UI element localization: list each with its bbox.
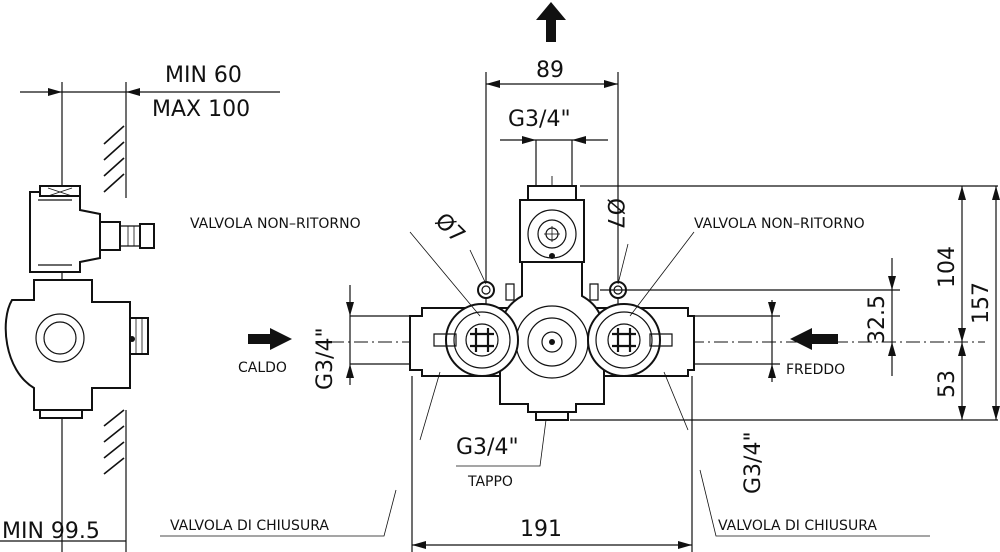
central-body (499, 261, 605, 413)
leader-diameter-right (617, 243, 629, 285)
side-view (0, 82, 280, 552)
leader-shutoff-left-a (419, 371, 441, 441)
leader-shutoff-right-a (663, 371, 689, 431)
leader-shutoff-left (160, 489, 397, 537)
shutoff-right-label: VALVOLA DI CHIUSURA (718, 518, 877, 534)
thread-bottom-right-label: G3/4" (741, 431, 766, 494)
arrow-right-icon (248, 328, 292, 350)
thread-top-label: G3/4" (508, 107, 571, 132)
diameter-right-label: Ø7 (602, 198, 627, 229)
dim-arrowhead (48, 88, 62, 96)
wall-min-label: MIN 60 (165, 63, 242, 88)
side-top-cap (39, 185, 81, 197)
left-cartridge (433, 303, 519, 377)
dim-arrowhead (126, 88, 140, 96)
top-outlet-fitting (527, 185, 577, 201)
offset32-label: 32.5 (865, 295, 890, 344)
height157-label: 157 (969, 282, 994, 324)
right-cartridge (587, 303, 673, 377)
side-knob-upper (99, 221, 121, 251)
cold-label: FREDDO (786, 362, 845, 378)
width191-label: 191 (520, 517, 562, 542)
diameter-left-label: Ø7 (430, 209, 470, 249)
nonreturn-right-label: VALVOLA NON–RITORNO (694, 216, 865, 232)
wall-max-label: MAX 100 (152, 97, 250, 122)
leader-diameter-left (469, 249, 487, 285)
width89-label: 89 (536, 58, 564, 83)
hot-label: CALDO (238, 360, 287, 376)
nonreturn-left-label: VALVOLA NON–RITORNO (190, 216, 361, 232)
arrow-up-icon (536, 2, 566, 42)
side-knob-lower (129, 317, 149, 355)
bottom-cap (535, 411, 569, 421)
offset53-label: 53 (935, 370, 960, 398)
wall-hatching-upper (103, 125, 125, 193)
leader-shutoff-right (699, 469, 930, 537)
side-upper-body (29, 191, 101, 273)
shutoff-left-label: VALVOLA DI CHIUSURA (170, 518, 329, 534)
thread-cap-label: G3/4" (456, 435, 519, 460)
fixing-hole-left (477, 281, 495, 299)
leader-nonreturn-right (629, 231, 695, 317)
arrow-left-icon (790, 328, 838, 350)
cap-label: TAPPO (467, 474, 513, 490)
thread-left-label: G3/4" (313, 327, 338, 390)
leader-nonreturn-left (409, 231, 481, 317)
wall-hatching-lower (103, 409, 125, 475)
depth-min-label: MIN 99.5 (2, 519, 100, 544)
leader-cap (456, 419, 547, 467)
side-lower-body (4, 279, 131, 411)
front-view (160, 2, 1000, 552)
height104-label: 104 (935, 246, 960, 288)
